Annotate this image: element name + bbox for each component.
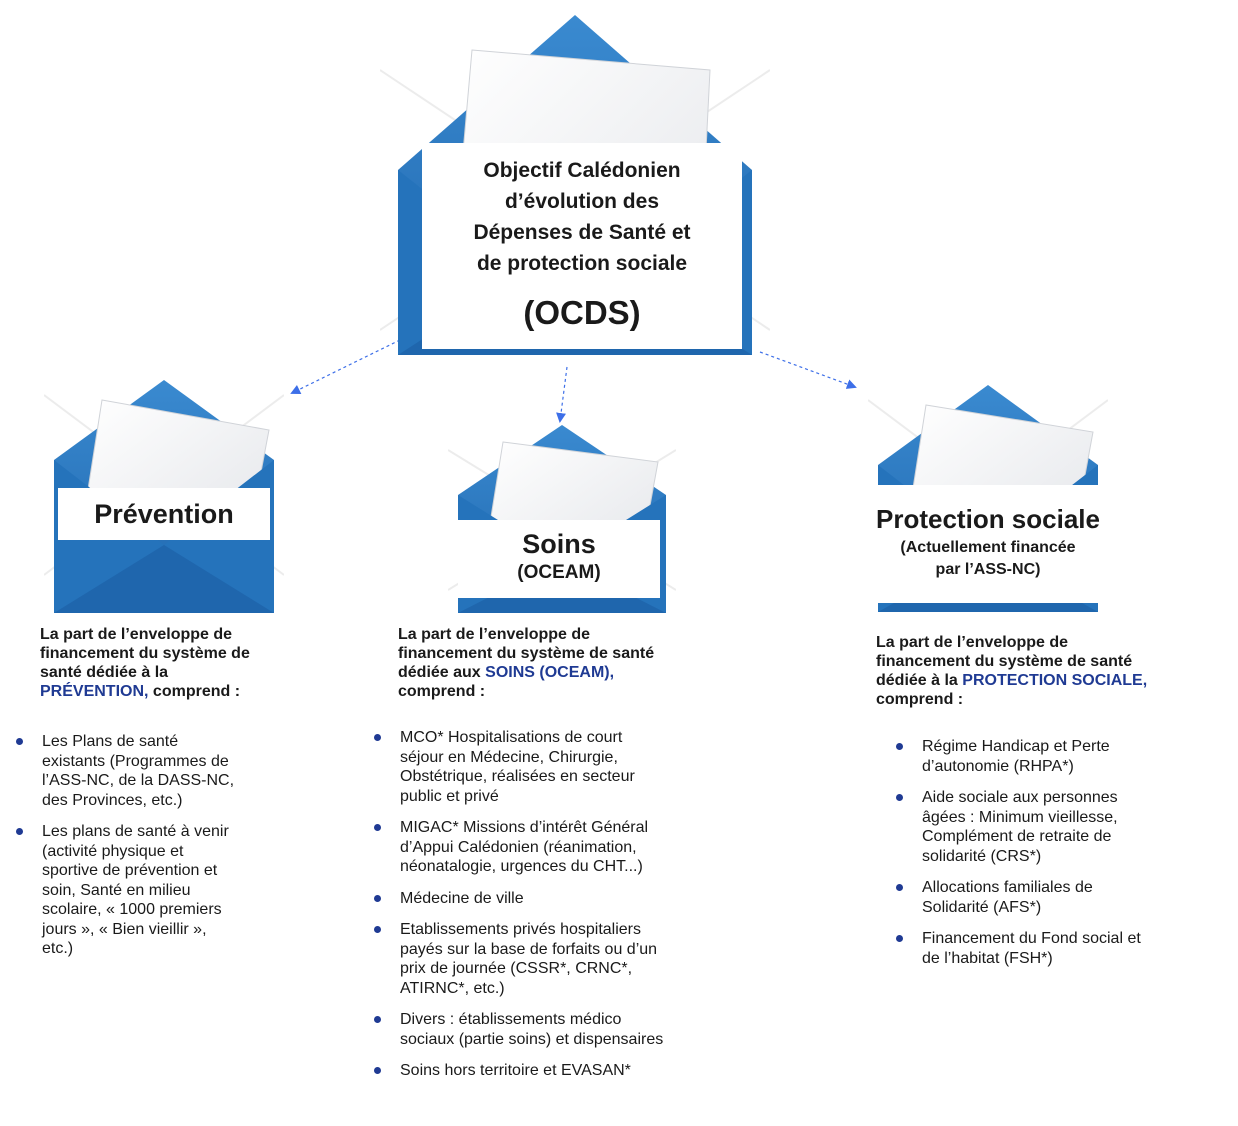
list-item: Les plans de santé à venir (activité phy… [14, 822, 314, 959]
ocds-envelope: Objectif Calédonien d’évolution des Dépe… [380, 10, 770, 360]
list-item: Les Plans de santé existants (Programmes… [14, 732, 314, 810]
ocds-title-line: Objectif Calédonien [483, 159, 681, 182]
list-item: Régime Handicap et Perte d’autonomie (RH… [894, 737, 1234, 776]
desc-line: financement du système de [40, 645, 250, 662]
item-line: l’ASS-NC, de la DASS-NC, [42, 772, 235, 789]
item-line: ATIRNC*, etc.) [400, 979, 505, 997]
prevention-label-box: Prévention [58, 488, 270, 540]
protection-envelope: Protection sociale (Actuellement financé… [860, 380, 1116, 615]
arrow-to-protection [759, 351, 857, 389]
protection-subtitle-line: par l’ASS-NC) [935, 561, 1041, 578]
arrow-to-prevention [290, 339, 401, 394]
item-line: existants (Programmes de [42, 752, 229, 770]
item-line: jours », « Bien vieillir », [42, 920, 207, 938]
desc-line: PRÉVENTION, comprend : [40, 682, 320, 701]
item-line: séjour en Médecine, Chirurgie, [400, 748, 618, 766]
desc-line: financement du système de santé [398, 645, 655, 662]
item-line: soin, Santé en milieu [42, 881, 191, 899]
prevention-highlight: PRÉVENTION, [40, 683, 149, 700]
item-line: des Provinces, etc.) [42, 791, 183, 809]
item-line: prix de journée (CSSR*, CRNC*, [400, 960, 633, 977]
desc-line: dédiée aux SOINS (OCEAM), [398, 663, 758, 682]
ocds-title-line: Dépenses de Santé et [473, 221, 691, 244]
item-line: Complément de retraite de [922, 828, 1112, 845]
prevention-description: La part de l’enveloppe de financement du… [40, 625, 320, 701]
item-line: etc.) [42, 940, 74, 957]
ocds-acronym: (OCDS) [523, 294, 641, 331]
item-line: sportive de prévention et [42, 862, 218, 879]
protection-title: Protection sociale [876, 504, 1100, 534]
list-item: Médecine de ville [372, 889, 792, 909]
item-line: solidarité (CRS*) [922, 847, 1042, 865]
desc-line: La part de l’enveloppe de [40, 626, 233, 643]
soins-items: MCO* Hospitalisations de court séjour en… [372, 728, 792, 1093]
list-item: Etablissements privés hospitaliers payés… [372, 920, 792, 998]
list-item: Financement du Fond social et de l’habit… [894, 929, 1234, 968]
desc-line: comprend : [876, 691, 964, 708]
desc-line: dédiée à la PROTECTION SOCIALE, [876, 671, 1236, 690]
item-line: Aide sociale aux personnes [922, 789, 1118, 806]
item-line: d’Appui Calédonien (réanimation, [400, 838, 637, 856]
protection-subtitle-line: (Actuellement financée [900, 539, 1076, 556]
list-item: Aide sociale aux personnes âgées : Minim… [894, 788, 1234, 866]
item-line: (activité physique et [42, 842, 184, 860]
ocds-title: Objectif Calédonien d’évolution des Dépe… [422, 143, 742, 279]
item-line: Les Plans de santé [42, 733, 179, 750]
envelope-icon [44, 380, 284, 613]
list-item: Allocations familiales de Solidarité (AF… [894, 878, 1234, 917]
desc-line: santé dédiée à la [40, 664, 169, 681]
protection-highlight: PROTECTION SOCIALE, [962, 672, 1148, 689]
item-line: Médecine de ville [400, 889, 524, 907]
item-line: payés sur la base de forfaits ou d’un [400, 940, 658, 958]
soins-subtitle: (OCEAM) [517, 562, 601, 583]
desc-line: La part de l’enveloppe de [876, 634, 1069, 651]
desc-text: dédiée à la [876, 672, 963, 689]
item-line: Solidarité (AFS*) [922, 898, 1042, 916]
prevention-title: Prévention [94, 499, 234, 529]
item-line: néonatalogie, urgences du CHT...) [400, 858, 643, 875]
list-item: Soins hors territoire et EVASAN* [372, 1061, 792, 1081]
soins-highlight: SOINS (OCEAM), [485, 664, 615, 681]
item-line: âgées : Minimum vieillesse, [922, 808, 1118, 826]
item-line: MIGAC* Missions d’intérêt Général [400, 819, 649, 836]
list-item: MCO* Hospitalisations de court séjour en… [372, 728, 792, 806]
desc-line: La part de l’enveloppe de [398, 626, 591, 643]
item-line: Régime Handicap et Perte [922, 738, 1110, 755]
item-line: Obstétrique, réalisées en secteur [400, 768, 635, 785]
prevention-items: Les Plans de santé existants (Programmes… [14, 732, 314, 971]
ocds-label-box: Objectif Calédonien d’évolution des Dépe… [422, 143, 742, 349]
protection-description: La part de l’enveloppe de financement du… [876, 633, 1236, 709]
desc-line: comprend : [398, 683, 486, 700]
protection-items: Régime Handicap et Perte d’autonomie (RH… [894, 737, 1234, 980]
item-line: Soins hors territoire et EVASAN* [400, 1062, 631, 1079]
soins-description: La part de l’enveloppe de financement du… [398, 625, 758, 701]
ocds-title-line: de protection sociale [476, 252, 688, 275]
desc-text: dédiée aux [398, 664, 486, 681]
item-line: Etablissements privés hospitaliers [400, 921, 641, 938]
desc-line: financement du système de santé [876, 653, 1133, 670]
prevention-envelope: Prévention [44, 375, 284, 615]
item-line: sociaux (partie soins) et dispensaires [400, 1030, 664, 1048]
item-line: de l’habitat (FSH*) [922, 949, 1053, 967]
list-item: MIGAC* Missions d’intérêt Général d’Appu… [372, 818, 792, 877]
desc-text: comprend : [148, 683, 241, 700]
protection-label-box: Protection sociale (Actuellement financé… [860, 485, 1116, 603]
item-line: Divers : établissements médico [400, 1011, 622, 1028]
list-item: Divers : établissements médico sociaux (… [372, 1010, 792, 1049]
item-line: Financement du Fond social et [922, 930, 1141, 947]
item-line: d’autonomie (RHPA*) [922, 757, 1074, 775]
soins-envelope: Soins (OCEAM) [448, 420, 676, 615]
soins-label-box: Soins (OCEAM) [458, 520, 660, 598]
item-line: Les plans de santé à venir [42, 823, 229, 840]
item-line: public et privé [400, 787, 499, 805]
soins-title: Soins [522, 529, 596, 559]
item-line: Allocations familiales de [922, 879, 1093, 896]
item-line: scolaire, « 1000 premiers [42, 901, 222, 918]
ocds-title-line: d’évolution des [504, 190, 659, 213]
arrow-to-soins [556, 366, 568, 423]
item-line: MCO* Hospitalisations de court [400, 729, 623, 746]
